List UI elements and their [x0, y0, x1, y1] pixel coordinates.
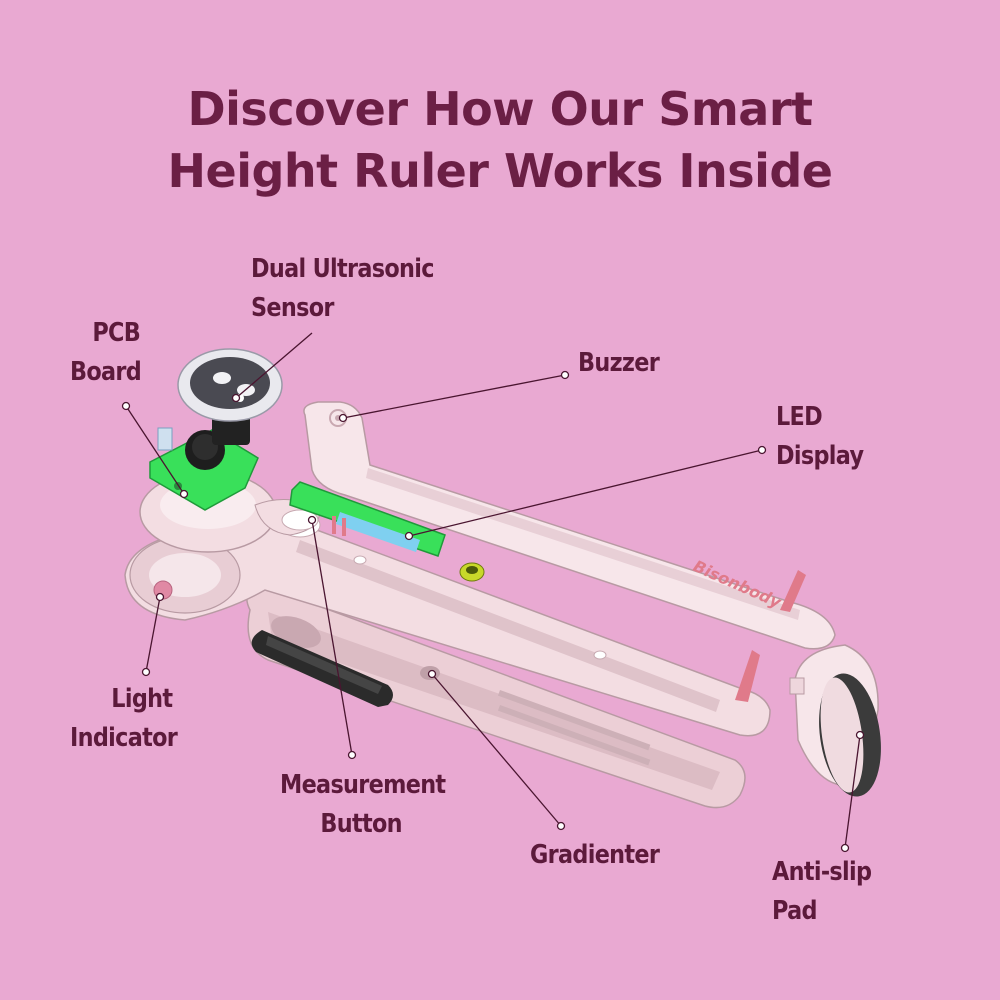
- callout-lines: [121, 332, 865, 853]
- label-buzzer: Buzzer: [578, 344, 660, 383]
- measurement-button-part: [251, 630, 393, 707]
- label-line: Display: [776, 441, 864, 471]
- label-light-indicator: Light Indicator: [70, 680, 178, 758]
- label-line: Measurement: [280, 770, 446, 800]
- label-dual-ultrasonic-sensor: Dual Ultrasonic Sensor: [251, 250, 435, 328]
- middle-frame: [124, 512, 771, 737]
- gradienter-part: [459, 562, 485, 582]
- title-line-1: Discover How Our Smart: [187, 82, 813, 136]
- label-anti-slip-pad: Anti-slip Pad: [772, 853, 872, 931]
- label-line: Indicator: [70, 723, 178, 753]
- base-body: [246, 584, 746, 809]
- label-line: Pad: [772, 896, 818, 926]
- label-line: Sensor: [251, 293, 334, 323]
- label-line: Gradienter: [530, 840, 660, 870]
- label-pcb-board: PCB Board: [70, 314, 142, 392]
- label-gradienter: Gradienter: [530, 836, 660, 875]
- label-line: Button: [320, 809, 402, 839]
- page-title: Discover How Our Smart Height Ruler Work…: [0, 78, 1000, 202]
- label-line: Buzzer: [578, 348, 660, 378]
- label-measurement-button: Measurement Button: [280, 766, 446, 844]
- label-line: Anti-slip: [772, 857, 872, 887]
- label-line: LED: [776, 402, 823, 432]
- label-line: Board: [70, 357, 142, 387]
- anti-slip-pad-part: [789, 644, 881, 797]
- label-line: Light: [111, 684, 173, 714]
- ultrasonic-sensor-part: [177, 348, 283, 445]
- pcb-board-part: [149, 427, 259, 511]
- label-line: Dual Ultrasonic: [251, 254, 435, 284]
- label-line: PCB: [92, 318, 141, 348]
- title-line-2: Height Ruler Works Inside: [167, 144, 834, 198]
- label-led-display: LED Display: [776, 398, 864, 476]
